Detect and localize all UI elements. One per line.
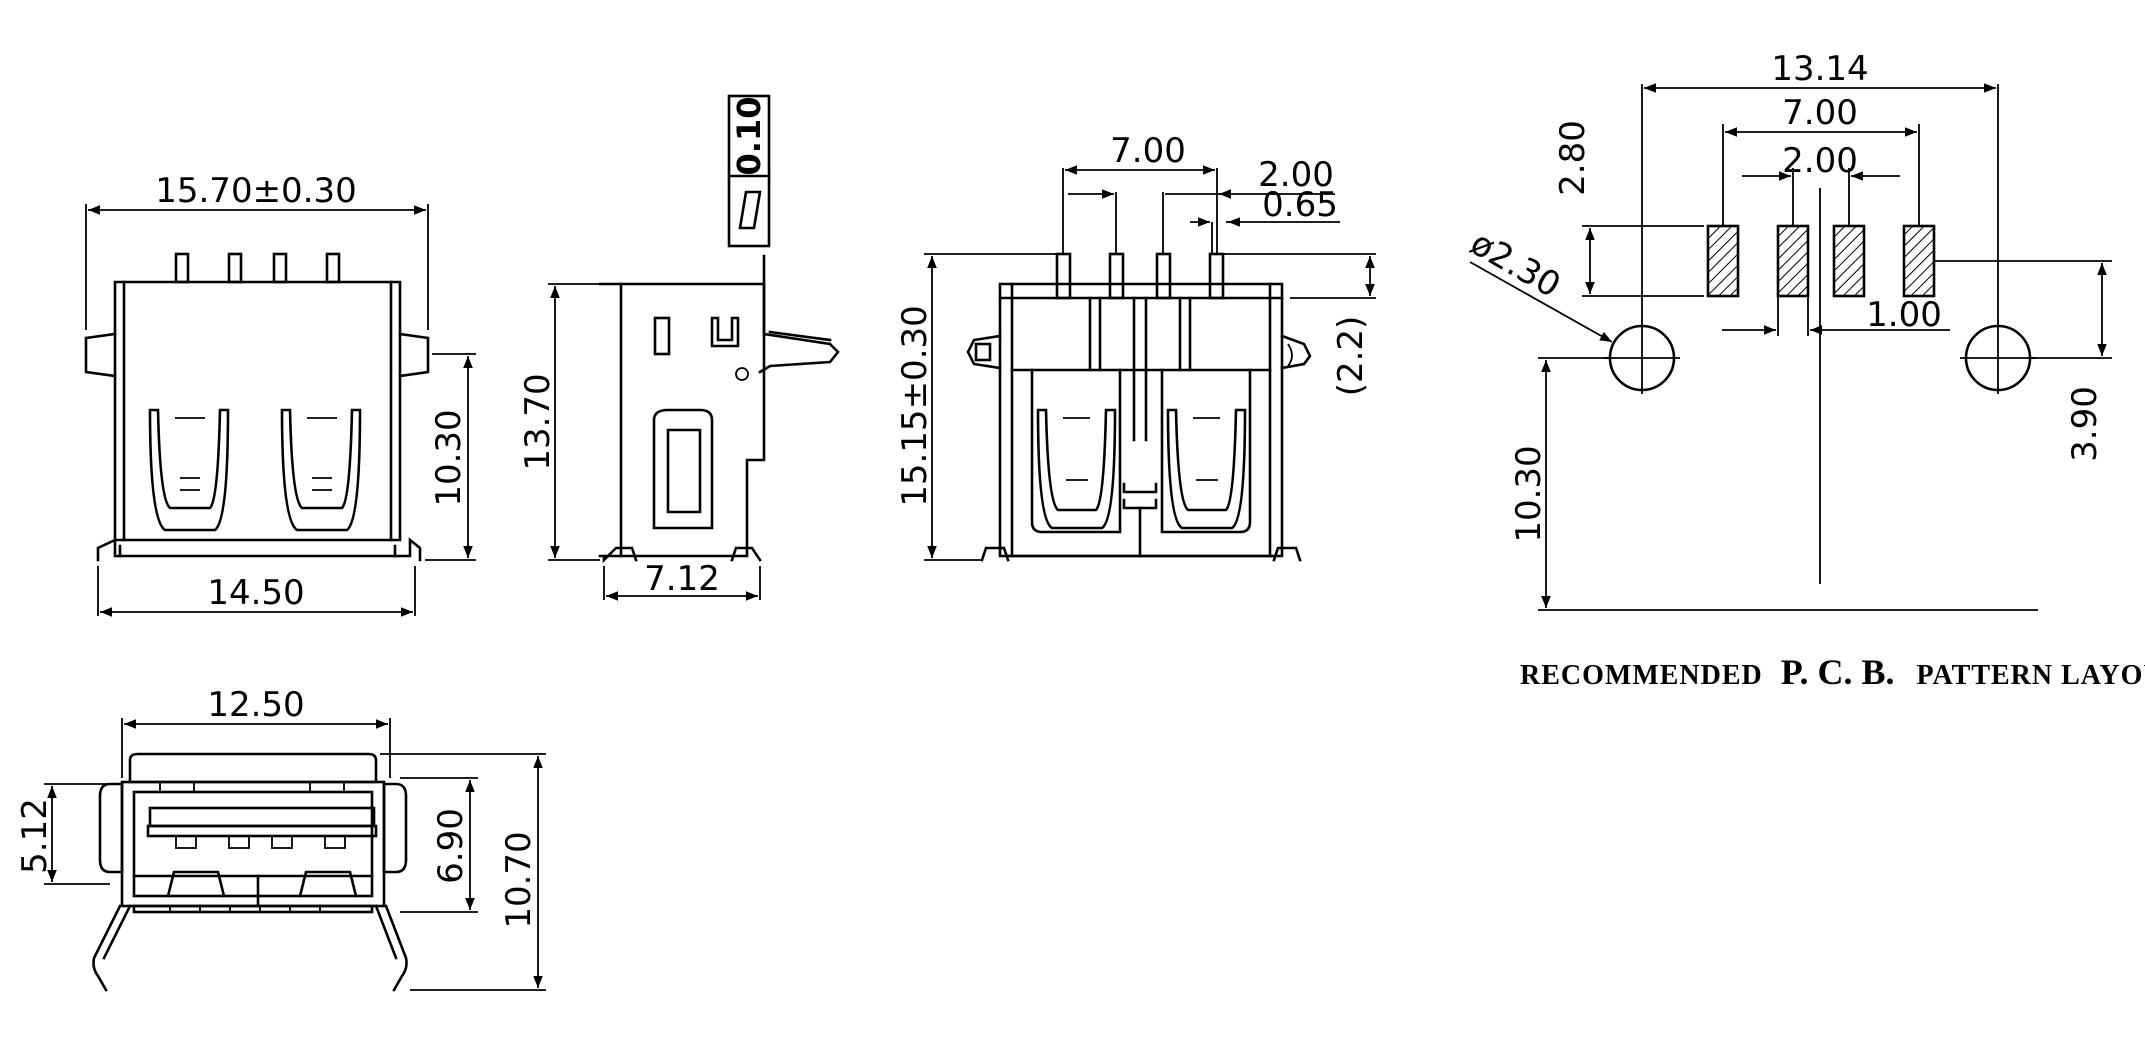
side-depth: 7.12 <box>644 559 720 599</box>
pcb-pad-height: 2.80 <box>1553 120 1593 196</box>
pcb-pad-span: 7.00 <box>1782 93 1858 133</box>
pcb-hole-to-edge: 10.30 <box>1509 445 1549 542</box>
pcb-caption-pcb: P. C. B. <box>1781 652 1895 692</box>
rear-offset: (2.2) <box>1331 316 1371 397</box>
front-view: 15.70±0.30 14.50 10.30 <box>84 171 476 617</box>
pcb-caption-suffix: PATTERN LAYOUT <box>1916 660 2145 691</box>
rear-height: 15.15±0.30 <box>895 305 935 507</box>
bottom-width: 12.50 <box>207 685 304 725</box>
bottom-inner-height: 6.90 <box>431 808 471 884</box>
pcb-caption: RECOMMENDED P. C. B. PATTERN LAYOUT <box>1520 652 2145 692</box>
pcb-pad-pitch: 2.00 <box>1782 141 1858 181</box>
bottom-total-height: 10.70 <box>499 831 539 928</box>
front-height: 10.30 <box>429 409 469 506</box>
pcb-hole-span: 13.14 <box>1771 49 1868 89</box>
bottom-view: 12.50 5.12 6.90 10.70 <box>15 685 546 992</box>
pcb-caption-prefix: RECOMMENDED <box>1520 660 1763 691</box>
pcb-layout: 13.14 7.00 2.00 2.80 ø2.30 1.00 3.90 <box>1464 49 2145 692</box>
rear-pin-span: 7.00 <box>1110 131 1186 171</box>
pcb-pad-to-hole: 3.90 <box>2065 386 2105 462</box>
side-height: 13.70 <box>518 373 558 470</box>
bottom-left-height: 5.12 <box>15 798 55 874</box>
side-tolerance: 0.10 <box>730 97 768 176</box>
front-width-bottom: 14.50 <box>207 573 304 613</box>
rear-view: 7.00 2.00 0.65 15.15±0.30 (2.2) <box>895 131 1376 562</box>
pcb-pad-width: 1.00 <box>1866 295 1942 335</box>
front-width-top: 15.70±0.30 <box>155 171 357 211</box>
pcb-hole-diameter: ø2.30 <box>1464 223 1568 306</box>
rear-pin-pitch: 2.00 <box>1258 155 1334 195</box>
rear-pin-width: 0.65 <box>1262 185 1338 225</box>
side-view: 0.10 13.70 7.12 <box>518 94 840 601</box>
